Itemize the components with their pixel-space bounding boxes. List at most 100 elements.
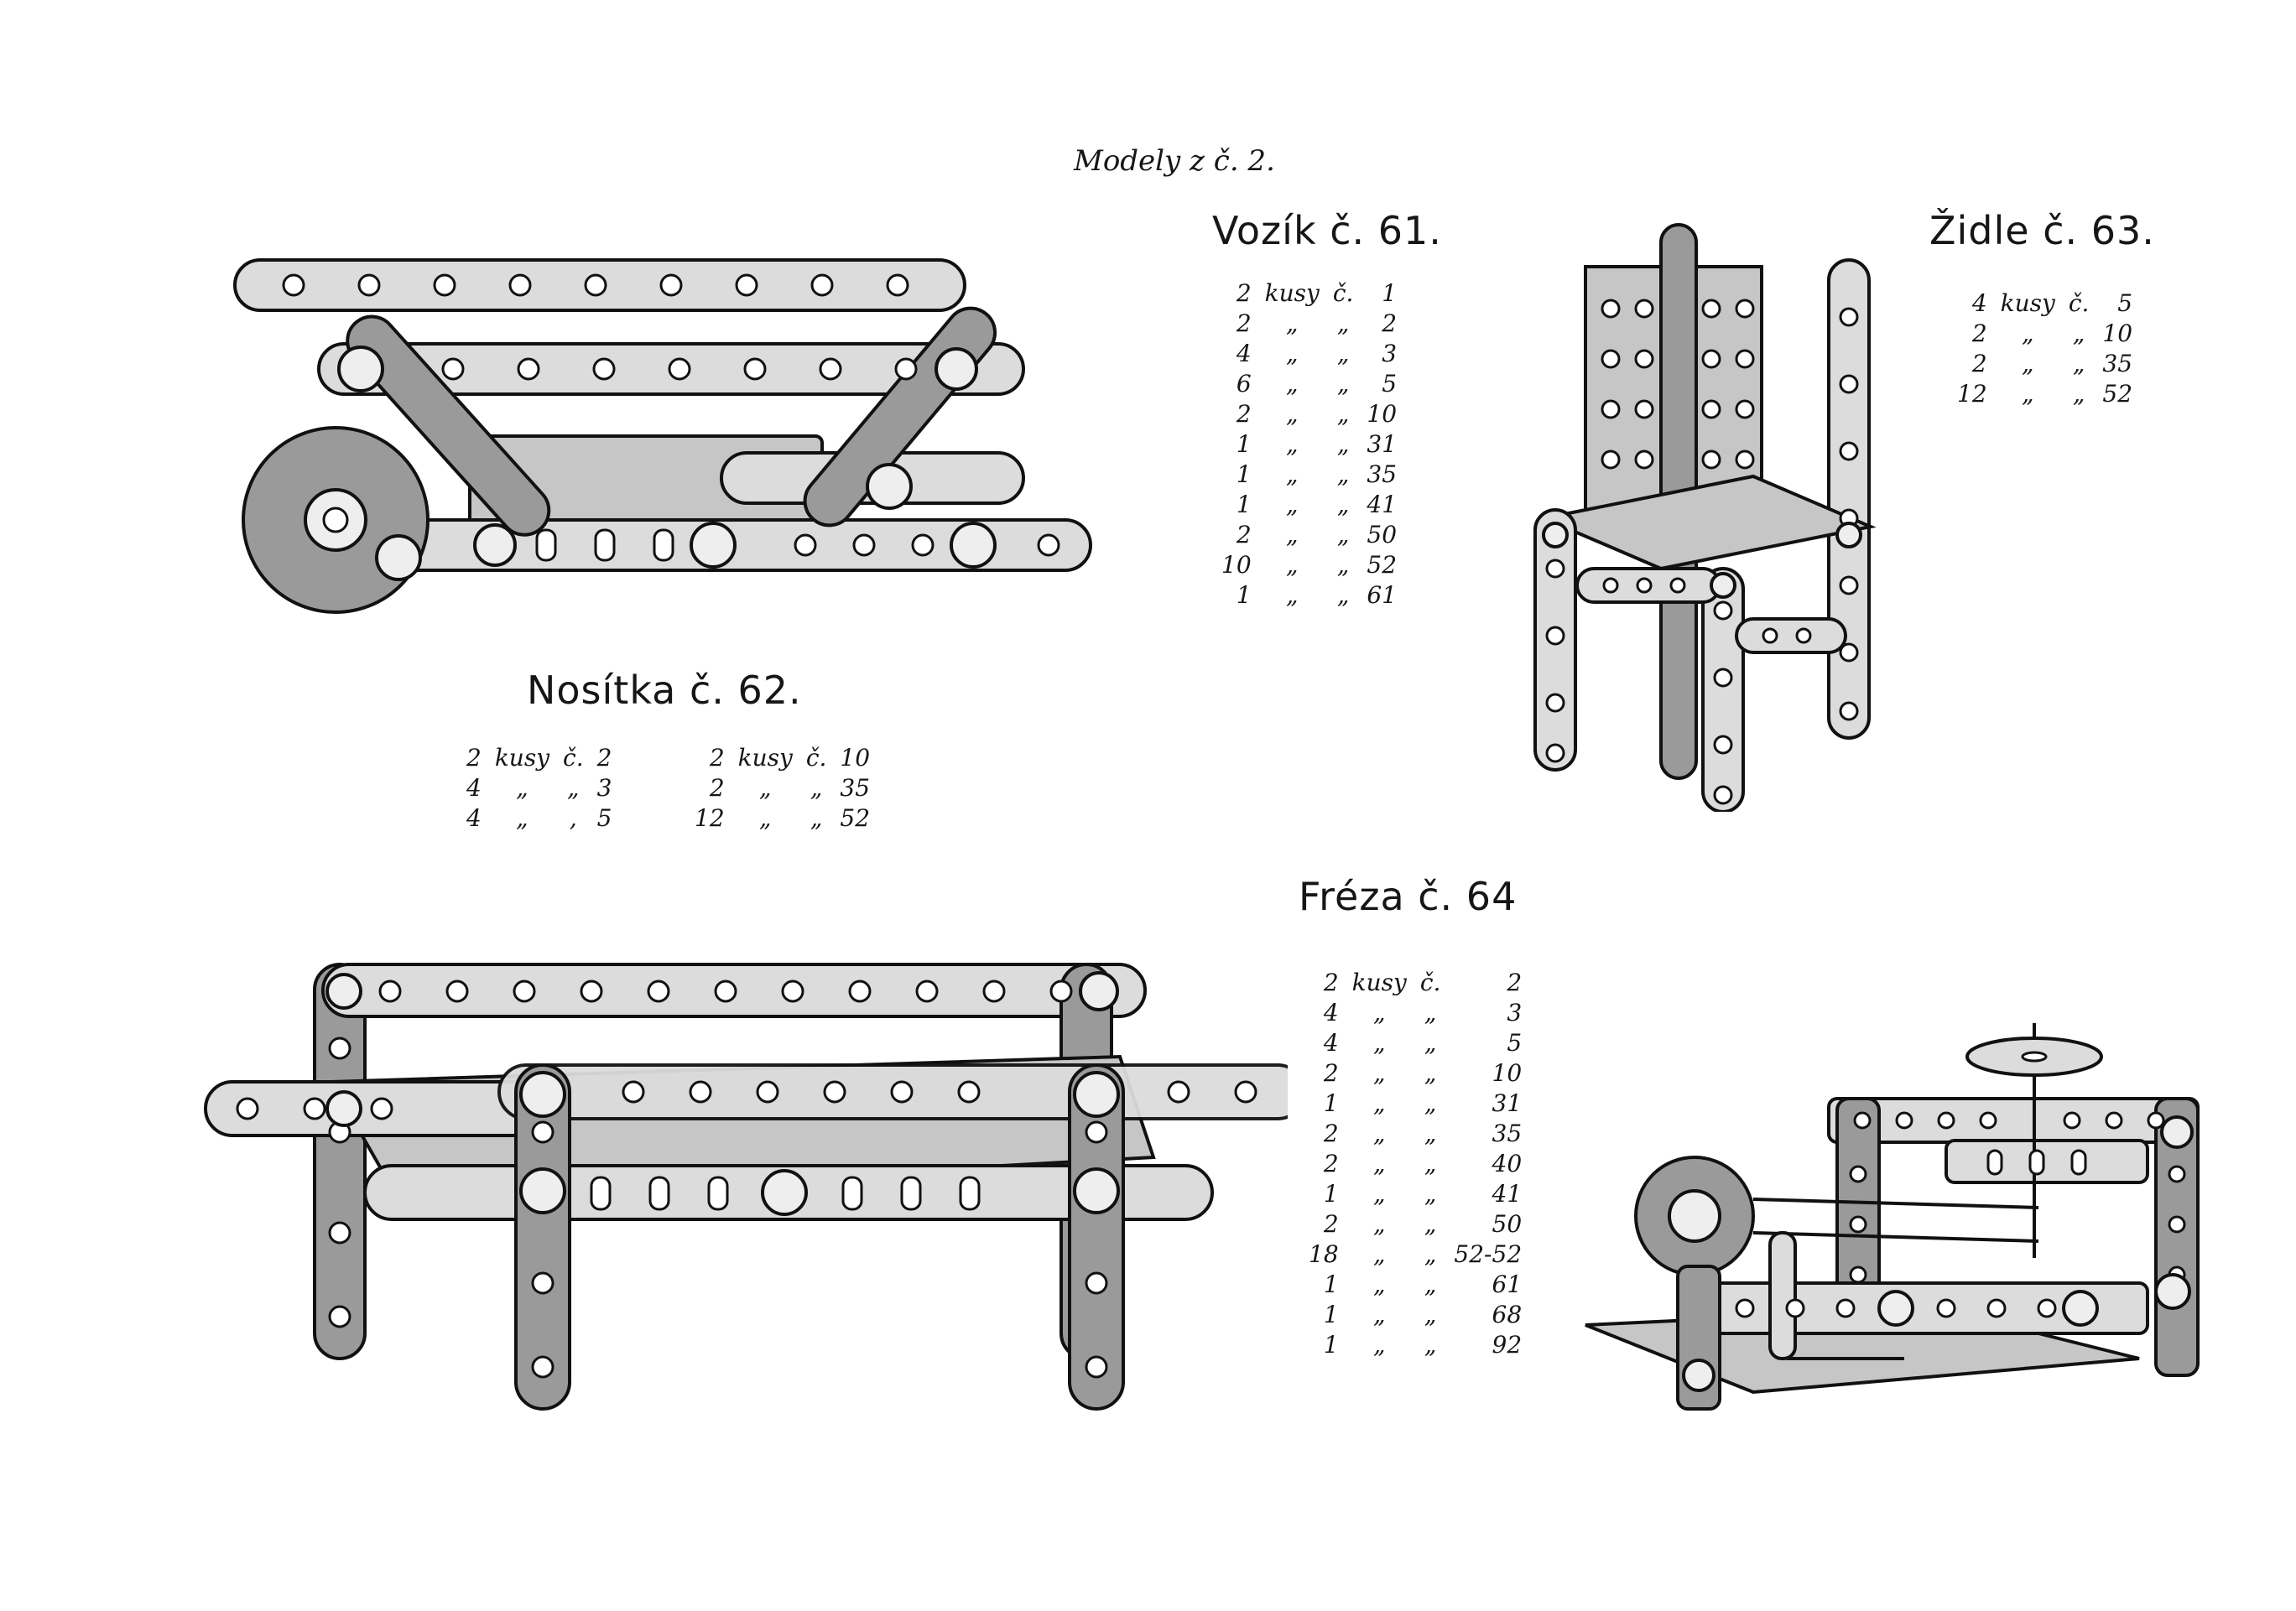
parts-unit: „ [1372, 1180, 1386, 1208]
parts-label: „ [1336, 370, 1350, 398]
parts-label: č. [2068, 289, 2090, 317]
parts-row: 1„„41 [1302, 1179, 1528, 1209]
vozik-61-illustration [218, 218, 1141, 621]
parts-label: „ [1336, 340, 1350, 367]
parts-unit: „ [1285, 309, 1299, 337]
parts-unit: „ [516, 804, 528, 832]
parts-part: 1 [1382, 279, 1398, 307]
parts-row: 6„„5 [1215, 369, 1403, 399]
title-nositka-62: Nosítka č. 62. [527, 668, 802, 713]
parts-label: „ [1424, 1150, 1437, 1177]
parts-part: 2 [1382, 309, 1398, 337]
parts-label: „ [1336, 491, 1350, 518]
parts-label: „ [1424, 1120, 1437, 1147]
parts-row: 2„„10 [1302, 1058, 1528, 1089]
parts-label: „ [1424, 1059, 1437, 1087]
parts-unit: „ [2021, 320, 2034, 347]
parts-unit: „ [1285, 430, 1299, 458]
parts-label: „ [1424, 1210, 1437, 1238]
parts-part: 92 [1492, 1331, 1523, 1359]
parts-part: 50 [1492, 1210, 1523, 1238]
parts-unit: kusy [2000, 289, 2055, 317]
parts-qty: 2 [1236, 309, 1252, 337]
parts-label: „ [2072, 350, 2085, 377]
parts-part: 31 [1367, 430, 1398, 458]
parts-part: 50 [1367, 521, 1398, 548]
parts-unit: „ [516, 774, 528, 802]
parts-part: 52-52 [1454, 1240, 1523, 1268]
parts-part: 35 [1367, 460, 1398, 488]
parts-row: 2 „ „ 35 [1302, 1119, 1528, 1149]
parts-label: „ [1424, 1301, 1437, 1328]
parts-label: „ [1336, 430, 1350, 458]
parts-label: č. [563, 744, 584, 772]
parts-qty: 1 [1323, 1271, 1339, 1298]
parts-part: 61 [1367, 581, 1398, 609]
parts-qty: 4 [466, 774, 482, 802]
parts-row: 10„„52 [1215, 550, 1403, 580]
parts-unit: „ [1285, 521, 1299, 548]
parts-unit: „ [1372, 1240, 1386, 1268]
parts-part: 10 [840, 744, 871, 772]
parts-unit: „ [1372, 1301, 1386, 1328]
parts-unit: „ [1372, 1089, 1386, 1117]
parts-label: „ [810, 804, 823, 832]
parts-unit: „ [1372, 1120, 1386, 1147]
parts-part: 5 [1507, 1029, 1523, 1057]
parts-unit: „ [1285, 460, 1299, 488]
parts-part: 40 [1492, 1150, 1523, 1177]
parts-unit: „ [1285, 370, 1299, 398]
parts-part: 3 [1507, 999, 1523, 1026]
parts-label: „ [1336, 551, 1350, 579]
parts-label: „ [1336, 309, 1350, 337]
parts-row: 1„„31 [1302, 1089, 1528, 1119]
parts-unit: kusy [1264, 279, 1320, 307]
parts-label: „ [1336, 581, 1350, 609]
parts-qty: 2 [1236, 400, 1252, 428]
parts-part: 10 [2102, 320, 2133, 347]
parts-row: 2„„35 [688, 773, 877, 803]
parts-part: 35 [1492, 1120, 1523, 1147]
freza-64-illustration [1552, 1006, 2215, 1426]
parts-unit: „ [1372, 1210, 1386, 1238]
parts-row: 1„„61 [1215, 580, 1403, 611]
parts-qty: 2 [1971, 350, 1987, 377]
parts-label: , [569, 804, 577, 832]
parts-label: „ [2072, 380, 2085, 408]
parts-part: 3 [596, 774, 612, 802]
parts-part: 3 [1382, 340, 1398, 367]
parts-unit: „ [2021, 350, 2034, 377]
parts-part: 41 [1367, 491, 1398, 518]
parts-row: 4„,5 [460, 803, 618, 834]
parts-row: 2„„10 [1950, 319, 2139, 349]
parts-qty: 4 [1971, 289, 1987, 317]
parts-unit: „ [1285, 340, 1299, 367]
parts-qty: 1 [1236, 430, 1252, 458]
parts-qty: 2 [1323, 1150, 1339, 1177]
parts-row: 1„„92 [1302, 1330, 1528, 1360]
parts-qty: 2 [1323, 1120, 1339, 1147]
parts-qty: 1 [1323, 1180, 1339, 1208]
parts-row: 1„„61 [1302, 1270, 1528, 1300]
parts-unit: „ [2021, 380, 2034, 408]
parts-qty: 2 [466, 744, 482, 772]
parts-label: č. [805, 744, 827, 772]
parts-row: 4„„3 [460, 773, 618, 803]
parts-unit: kusy [494, 744, 550, 772]
parts-part: 5 [2117, 289, 2133, 317]
parts-part: 35 [2102, 350, 2133, 377]
parts-row: 2 „ „ 2 [1215, 309, 1403, 339]
page-header: Modely z č. 2. [1074, 144, 1275, 178]
parts-qty: 2 [1323, 1059, 1339, 1087]
parts-unit: „ [1285, 581, 1299, 609]
parts-part: 31 [1492, 1089, 1523, 1117]
parts-unit: kusy [1351, 969, 1407, 996]
parts-label: „ [1424, 1331, 1437, 1359]
parts-label: „ [1424, 1180, 1437, 1208]
